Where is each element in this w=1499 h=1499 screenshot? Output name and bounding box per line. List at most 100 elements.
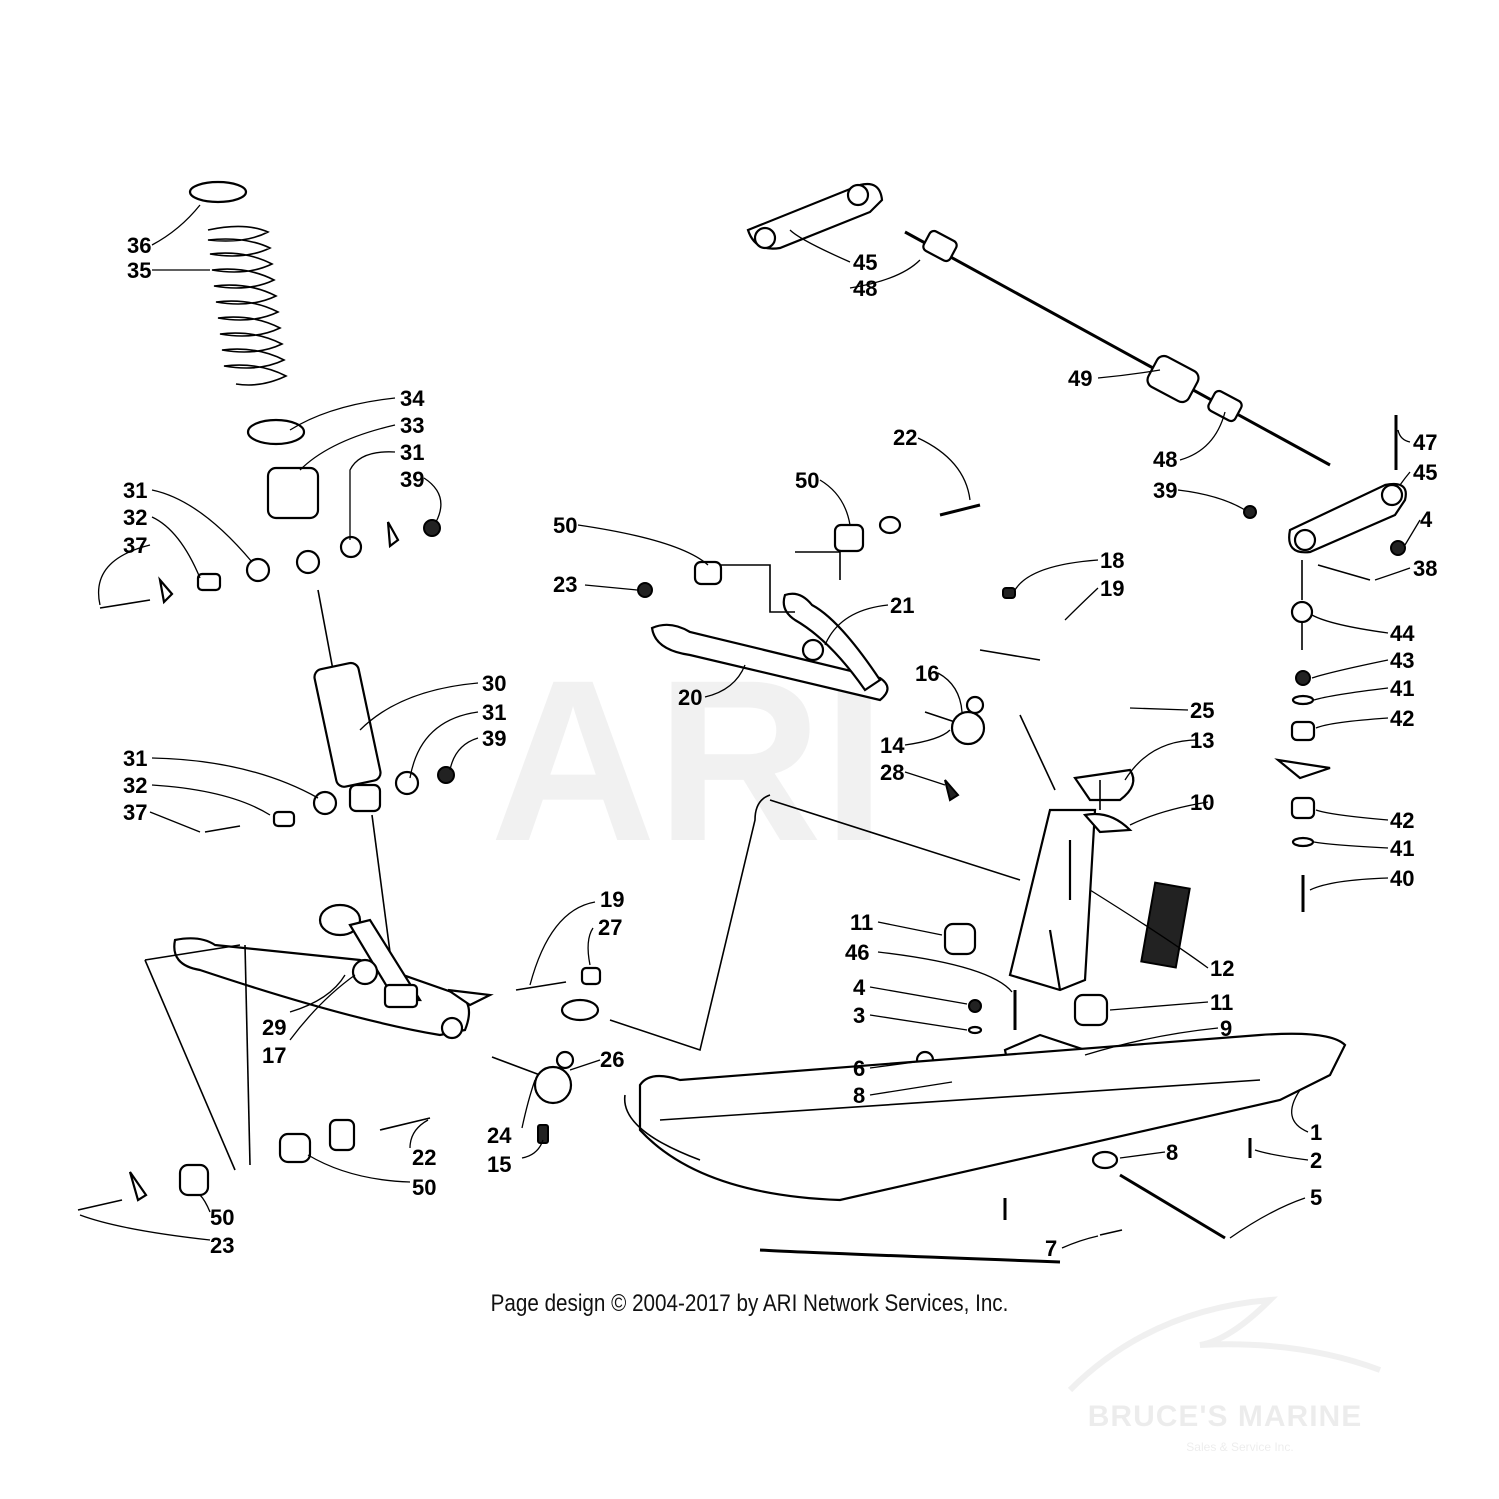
callout-28: 28: [880, 760, 904, 785]
callout-20: 20: [678, 685, 702, 710]
shock-upper-eye: [295, 549, 321, 575]
callout-23: 23: [210, 1233, 234, 1258]
callout-31: 31: [123, 478, 147, 503]
callout-17: 17: [262, 1043, 286, 1068]
lower-a-arm-29: [144, 903, 494, 1171]
bushing-42b: [1290, 796, 1316, 820]
shock-lower-eye: [348, 783, 382, 813]
bushing-31c: [394, 770, 420, 796]
callout-47: 47: [1413, 430, 1437, 455]
callout-9: 9: [1220, 1016, 1232, 1041]
washer-a: [158, 576, 174, 605]
callout-34: 34: [400, 386, 425, 411]
spacer-32b: [272, 810, 296, 828]
callout-48: 48: [853, 276, 877, 301]
spring-seat-34: [246, 418, 306, 446]
spring-cap-36: [188, 180, 248, 204]
callout-24: 24: [487, 1123, 512, 1148]
ski-1: [623, 1032, 1347, 1264]
callout-10: 10: [1190, 790, 1214, 815]
ball-joint-16: [924, 695, 986, 802]
steering-arm-45a: [746, 182, 884, 250]
spindle-10: [1008, 808, 1133, 992]
callout-22: 22: [893, 425, 917, 450]
callout-5: 5: [1310, 1185, 1322, 1210]
callout-18: 18: [1100, 548, 1124, 573]
callout-39: 39: [482, 726, 506, 751]
callout-11: 11: [850, 910, 873, 935]
spindle-stack: [1274, 560, 1331, 912]
callout-29: 29: [262, 1015, 286, 1040]
dealer-logo-icon: [1067, 1296, 1382, 1393]
washer-41a: [1291, 694, 1315, 706]
bushing-31a: [245, 557, 271, 583]
callout-40: 40: [1390, 866, 1414, 891]
bushing-50c: [178, 1163, 210, 1197]
callout-42: 42: [1390, 706, 1414, 731]
callout-50: 50: [210, 1205, 234, 1230]
arm-bushing-upper: [318, 903, 362, 937]
cotter-pin-28: [944, 779, 960, 802]
callout-8: 8: [853, 1083, 865, 1108]
bushing-50d: [693, 560, 723, 586]
callout-4: 4: [1420, 507, 1433, 532]
callout-45: 45: [1413, 460, 1437, 485]
bushing-42a: [1290, 720, 1316, 742]
bushing-11a: [943, 922, 977, 956]
bushing-31d: [312, 790, 338, 816]
nut-39b: [437, 766, 455, 784]
nut-43: [1295, 670, 1311, 686]
bump-stop-33: [266, 466, 320, 520]
nut-21: [801, 638, 825, 662]
callout-30: 30: [482, 671, 506, 696]
callout-31: 31: [482, 700, 506, 725]
bushing-31b: [339, 535, 363, 559]
steering-arm-45b: [1288, 482, 1407, 554]
callout-25: 25: [1190, 698, 1214, 723]
spacer-32a: [196, 572, 222, 592]
callout-35: 35: [127, 258, 151, 283]
nut-39a: [423, 519, 441, 537]
callout-19: 19: [1100, 576, 1124, 601]
bushing-11b: [1073, 993, 1109, 1027]
nut-4a: [1390, 540, 1406, 556]
nut-39c: [1243, 505, 1257, 519]
callout-31: 31: [400, 440, 424, 465]
callout-labels: 36 35 34 33 31 39 31 32 37 30 31 39 31 3…: [123, 233, 1437, 1261]
tie-rod-49: [904, 229, 1331, 467]
callout-21: 21: [890, 593, 914, 618]
callout-15: 15: [487, 1152, 511, 1177]
callout-36: 36: [127, 233, 151, 258]
nut-27: [580, 966, 602, 986]
tie-rod-end-48b: [1207, 389, 1243, 423]
washer-41b: [1291, 836, 1315, 848]
coil-spring-35: [207, 225, 288, 386]
callout-13: 13: [1190, 728, 1214, 753]
callout-12: 12: [1210, 956, 1234, 981]
callout-43: 43: [1390, 648, 1414, 673]
callout-50: 50: [795, 468, 819, 493]
copyright-notice: Page design © 2004-2017 by ARI Network S…: [490, 1290, 1009, 1317]
tie-rod-end-48a: [922, 229, 958, 263]
dealer-watermark-tagline: Sales & Service Inc.: [1186, 1440, 1294, 1454]
callout-37: 37: [123, 800, 147, 825]
shock-assembly: [99, 180, 455, 976]
callout-2: 2: [1310, 1148, 1322, 1173]
grease-fitting-18: [1002, 587, 1016, 599]
callout-6: 6: [853, 1056, 865, 1081]
bushing-17: [351, 958, 379, 986]
ball-joint-44: [1290, 600, 1314, 624]
callout-14: 14: [880, 733, 905, 758]
callout-16: 16: [915, 661, 939, 686]
callout-1: 1: [1310, 1120, 1322, 1145]
callout-48: 48: [1153, 447, 1177, 472]
leader-lines: [79, 204, 1421, 1249]
callout-31: 31: [123, 746, 147, 771]
callout-39: 39: [400, 467, 424, 492]
callout-38: 38: [1413, 556, 1437, 581]
nut-23b: [637, 582, 653, 598]
callout-4: 4: [853, 975, 866, 1000]
spindle-cap-13: [1073, 768, 1135, 802]
